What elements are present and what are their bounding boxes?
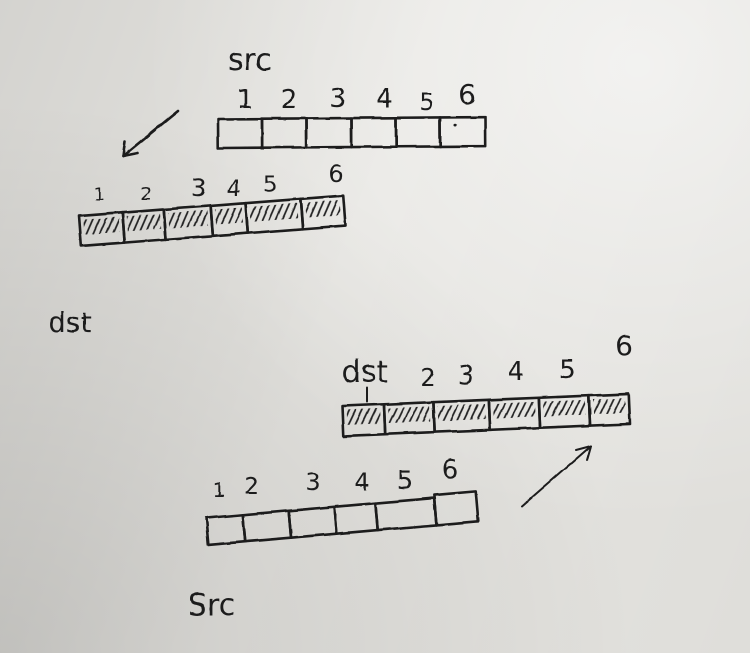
lower-dst-index: 5 xyxy=(559,355,576,385)
upper-src-cell xyxy=(349,116,398,149)
hatch-marks xyxy=(388,406,431,424)
upper-src-index: 3 xyxy=(330,84,347,114)
upper-dst-indices: 1 2 3 4 5 6 xyxy=(94,160,344,205)
upper-src-array xyxy=(216,115,487,150)
upper-src-indices: 1 2 3 4 5 6 xyxy=(237,78,476,116)
upper-src-cell xyxy=(304,116,353,149)
lower-src-index: 4 xyxy=(354,468,369,496)
lower-src-index: 5 xyxy=(397,466,414,496)
lower-src-index: 2 xyxy=(244,472,259,500)
lower-dst-index: 2 xyxy=(420,364,435,392)
upper-src-index: 5 xyxy=(419,88,434,116)
lower-src-index: 3 xyxy=(305,468,320,496)
arrow-shaft xyxy=(521,445,592,507)
upper-dst-array xyxy=(77,194,347,248)
drawing: src 1 2 3 4 5 6 1 2 3 4 xyxy=(48,43,633,623)
lower-dst-index: 6 xyxy=(615,329,633,362)
hatch-marks xyxy=(304,199,341,218)
lower-src-array xyxy=(204,490,480,547)
arrow-down-left-icon xyxy=(121,109,180,158)
upper-src-cell xyxy=(438,115,487,148)
hatch-marks xyxy=(592,398,626,415)
lower-src-cell xyxy=(333,501,380,535)
lower-dst-array xyxy=(340,392,632,438)
upper-src-cell xyxy=(260,117,308,149)
lower-src-indices: 1 2 3 4 5 6 xyxy=(213,455,459,502)
lower-dst-index: 3 xyxy=(458,361,475,391)
upper-src-index: 6 xyxy=(458,78,476,111)
upper-dst-index: 6 xyxy=(328,160,343,188)
lower-src-index: 6 xyxy=(442,455,459,485)
lower-src-cell xyxy=(204,513,247,547)
lower-dst-cell xyxy=(587,392,632,427)
upper-src-index: 4 xyxy=(376,84,393,114)
upper-dst-index: 1 xyxy=(94,185,105,205)
hatch-marks xyxy=(249,203,298,222)
hatch-marks xyxy=(126,213,162,232)
lower-dst-label: dst xyxy=(342,355,389,390)
upper-dst-index: 4 xyxy=(227,177,241,202)
lower-src-label: Src xyxy=(188,588,235,623)
upper-src-label: src xyxy=(228,43,272,78)
arrow-head xyxy=(575,445,592,461)
arrow-head xyxy=(121,139,140,158)
hatch-marks xyxy=(214,207,243,225)
lower-dst-index: 4 xyxy=(508,357,525,387)
upper-dst-index: 3 xyxy=(191,174,206,202)
arrow-up-right-icon xyxy=(521,445,592,507)
lower-dst-indices: 2 3 4 5 6 xyxy=(420,329,633,392)
lower-src-cell xyxy=(287,505,339,539)
upper-dst-label: dst xyxy=(48,306,91,339)
upper-src-index: 2 xyxy=(281,85,298,115)
lower-src-cell xyxy=(432,490,480,527)
hatch-marks xyxy=(83,216,120,235)
hatch-marks xyxy=(438,404,486,421)
upper-dst-index: 5 xyxy=(263,173,277,198)
hatch-marks xyxy=(346,408,381,425)
hatch-marks xyxy=(542,399,586,417)
upper-dst-index: 2 xyxy=(140,184,151,205)
upper-dst-cell xyxy=(299,194,347,231)
lower-src-cell xyxy=(374,496,438,532)
hatch-marks xyxy=(493,401,536,419)
arrow-shaft xyxy=(121,109,180,158)
pen-dot xyxy=(453,123,457,127)
lower-src-index: 1 xyxy=(213,478,226,502)
upper-src-index: 1 xyxy=(237,85,254,115)
hatch-marks xyxy=(168,210,209,229)
upper-src-cell xyxy=(216,117,264,150)
lower-src-cell xyxy=(241,509,293,543)
upper-src-cell xyxy=(394,116,442,149)
